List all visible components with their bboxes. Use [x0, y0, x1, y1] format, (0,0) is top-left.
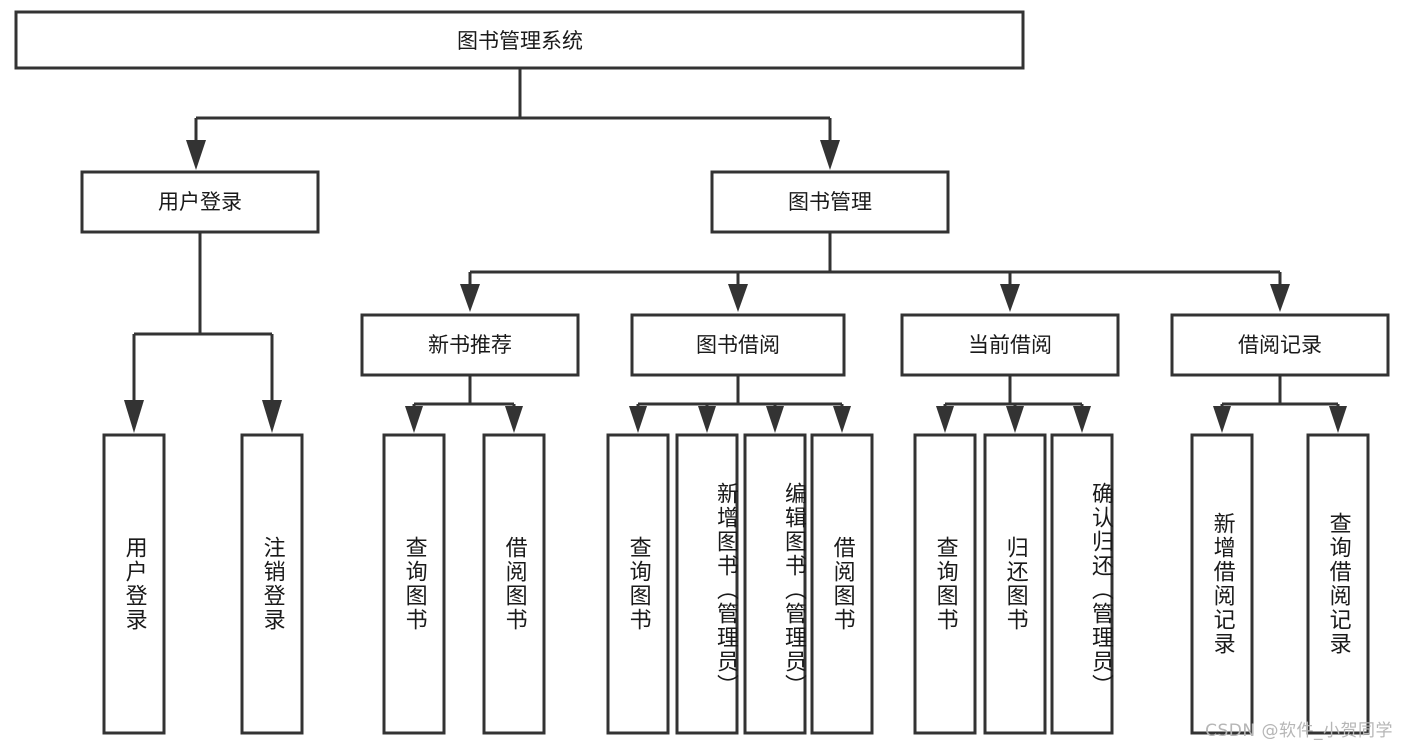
arrow-borrow-c4 — [833, 406, 851, 433]
arrow-bookmgmt-c3 — [1000, 284, 1020, 312]
node-label-new-book-recommend: 新书推荐 — [428, 333, 512, 357]
node-box-root[interactable] — [14, 10, 1025, 70]
node-box-book-management[interactable] — [710, 170, 950, 234]
node-box-new-book-recommend[interactable] — [360, 313, 580, 377]
connector-group-root — [186, 68, 840, 170]
arrow-current-c2 — [1006, 406, 1024, 433]
arrow-bookmgmt-c1 — [460, 284, 480, 312]
connector-group-record — [1213, 375, 1347, 433]
node-box-leaf-add-book[interactable] — [675, 433, 739, 735]
node-label-book-borrow: 图书借阅 — [696, 333, 780, 357]
connector-group-borrow — [629, 375, 851, 433]
watermark-text: CSDN @软件_小贺同学 — [1205, 721, 1393, 741]
node-box-current-borrow[interactable] — [900, 313, 1120, 377]
connector-group-userlogin — [124, 232, 282, 433]
arrow-newbook-c1 — [405, 406, 423, 433]
node-box-user-login[interactable] — [80, 170, 320, 234]
connector-group-bookmgmt — [460, 232, 1290, 312]
arrow-borrow-c3 — [766, 406, 784, 433]
connector-group-current — [936, 375, 1091, 433]
node-box-leaf-query-book-1[interactable] — [382, 433, 446, 735]
node-label-borrow-record: 借阅记录 — [1238, 333, 1322, 357]
node-box-leaf-confirm-return[interactable] — [1050, 433, 1114, 735]
arrow-userlogin-child1 — [124, 400, 144, 433]
node-box-leaf-query-record[interactable] — [1306, 433, 1370, 735]
arrow-current-c3 — [1073, 406, 1091, 433]
node-label-root: 图书管理系统 — [457, 29, 583, 53]
arrow-bookmgmt-c2 — [728, 284, 748, 312]
node-box-leaf-logout[interactable] — [240, 433, 304, 735]
node-label-book-management: 图书管理 — [788, 190, 872, 214]
node-label-user-login: 用户登录 — [158, 190, 242, 214]
node-box-leaf-user-login[interactable] — [102, 433, 166, 735]
node-box-leaf-borrow-book-2[interactable] — [810, 433, 874, 735]
arrow-current-c1 — [936, 406, 954, 433]
arrow-newbook-c2 — [505, 406, 523, 433]
arrow-root-to-userlogin — [186, 140, 206, 170]
arrow-root-to-bookmgmt — [820, 140, 840, 170]
node-box-borrow-record[interactable] — [1170, 313, 1390, 377]
node-box-leaf-return-book[interactable] — [983, 433, 1047, 735]
arrow-borrow-c2 — [698, 406, 716, 433]
arrow-record-c1 — [1213, 406, 1231, 433]
node-box-leaf-query-book-2[interactable] — [606, 433, 670, 735]
arrow-borrow-c1 — [629, 406, 647, 433]
node-box-leaf-query-book-3[interactable] — [913, 433, 977, 735]
arrow-record-c2 — [1329, 406, 1347, 433]
node-box-leaf-borrow-book-1[interactable] — [482, 433, 546, 735]
node-box-leaf-add-record[interactable] — [1190, 433, 1254, 735]
arrow-bookmgmt-c4 — [1270, 284, 1290, 312]
node-box-book-borrow[interactable] — [630, 313, 846, 377]
arrow-userlogin-child2 — [262, 400, 282, 433]
node-box-leaf-edit-book[interactable] — [743, 433, 807, 735]
connector-group-newbook — [405, 375, 523, 433]
node-label-current-borrow: 当前借阅 — [968, 333, 1052, 357]
